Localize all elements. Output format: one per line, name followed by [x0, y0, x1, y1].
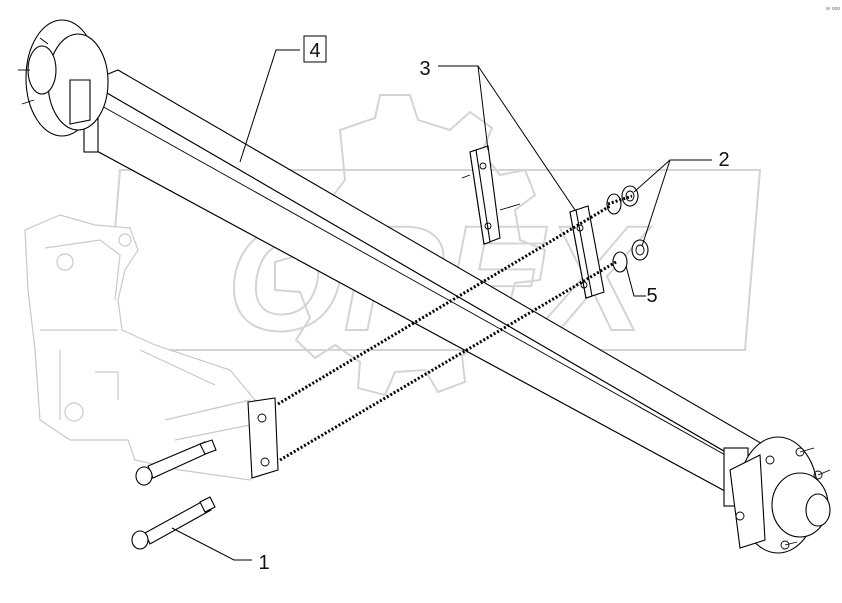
hub-right: [729, 436, 831, 554]
callout-label-3: 3: [419, 58, 430, 80]
corner-code: a² ooo: [826, 6, 840, 12]
callout-label-4: 4: [309, 40, 320, 62]
bracket-plate: [247, 397, 279, 479]
watermark-gear: [274, 94, 547, 397]
washer-nut-set-lower: [612, 239, 649, 273]
bolt-lower: [131, 496, 216, 550]
callout-label-2: 2: [718, 149, 729, 171]
callout-label-5: 5: [646, 285, 657, 307]
bolt-upper: [135, 439, 217, 486]
callout-box: [303, 35, 327, 63]
hub-left: [18, 19, 109, 137]
washer-nut-set-upper: [606, 185, 639, 215]
callout-label-1: 1: [258, 552, 269, 574]
clamp-plate-upper: [461, 145, 521, 245]
leader-lines: [171, 49, 712, 561]
frame-bracket-ghost: [24, 214, 279, 481]
callout-4: 4: [303, 35, 327, 63]
assembly-lines: [277, 194, 633, 462]
